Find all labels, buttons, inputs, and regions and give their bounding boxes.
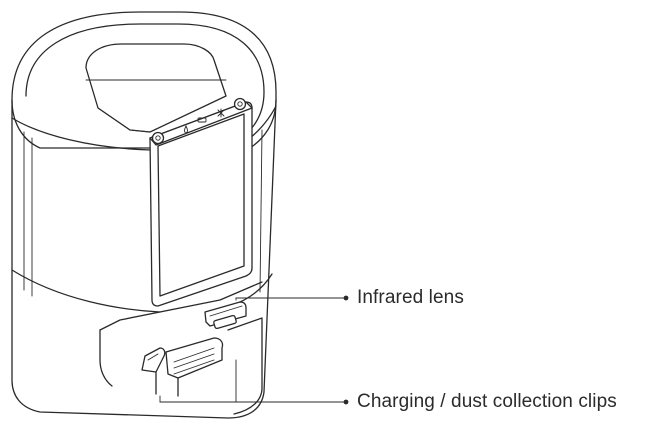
fan-icon	[217, 108, 225, 118]
drop-icon	[184, 124, 188, 134]
infrared-lens-label: Infrared lens	[357, 287, 464, 308]
control-panel	[149, 101, 253, 307]
control-panel-face	[157, 113, 245, 297]
body-side-line-right	[259, 129, 263, 293]
power-icon	[151, 131, 165, 145]
infrared-lens	[204, 301, 247, 330]
body-waist	[11, 269, 161, 313]
charging-clips	[141, 337, 224, 397]
base-front	[99, 281, 263, 331]
charging-clips-label: Charging / dust collection clips	[357, 391, 617, 412]
home-icon	[233, 97, 247, 111]
callout-infrared-line	[235, 295, 349, 301]
lid-inner-rim	[25, 23, 265, 139]
lid-window-shade	[97, 107, 151, 133]
lid-window	[85, 43, 227, 133]
base-right-block	[227, 317, 263, 415]
base-front-lower	[99, 329, 113, 387]
callout-clips-line	[159, 359, 349, 405]
body-top-seam	[11, 117, 151, 151]
battery-icon	[197, 117, 207, 123]
